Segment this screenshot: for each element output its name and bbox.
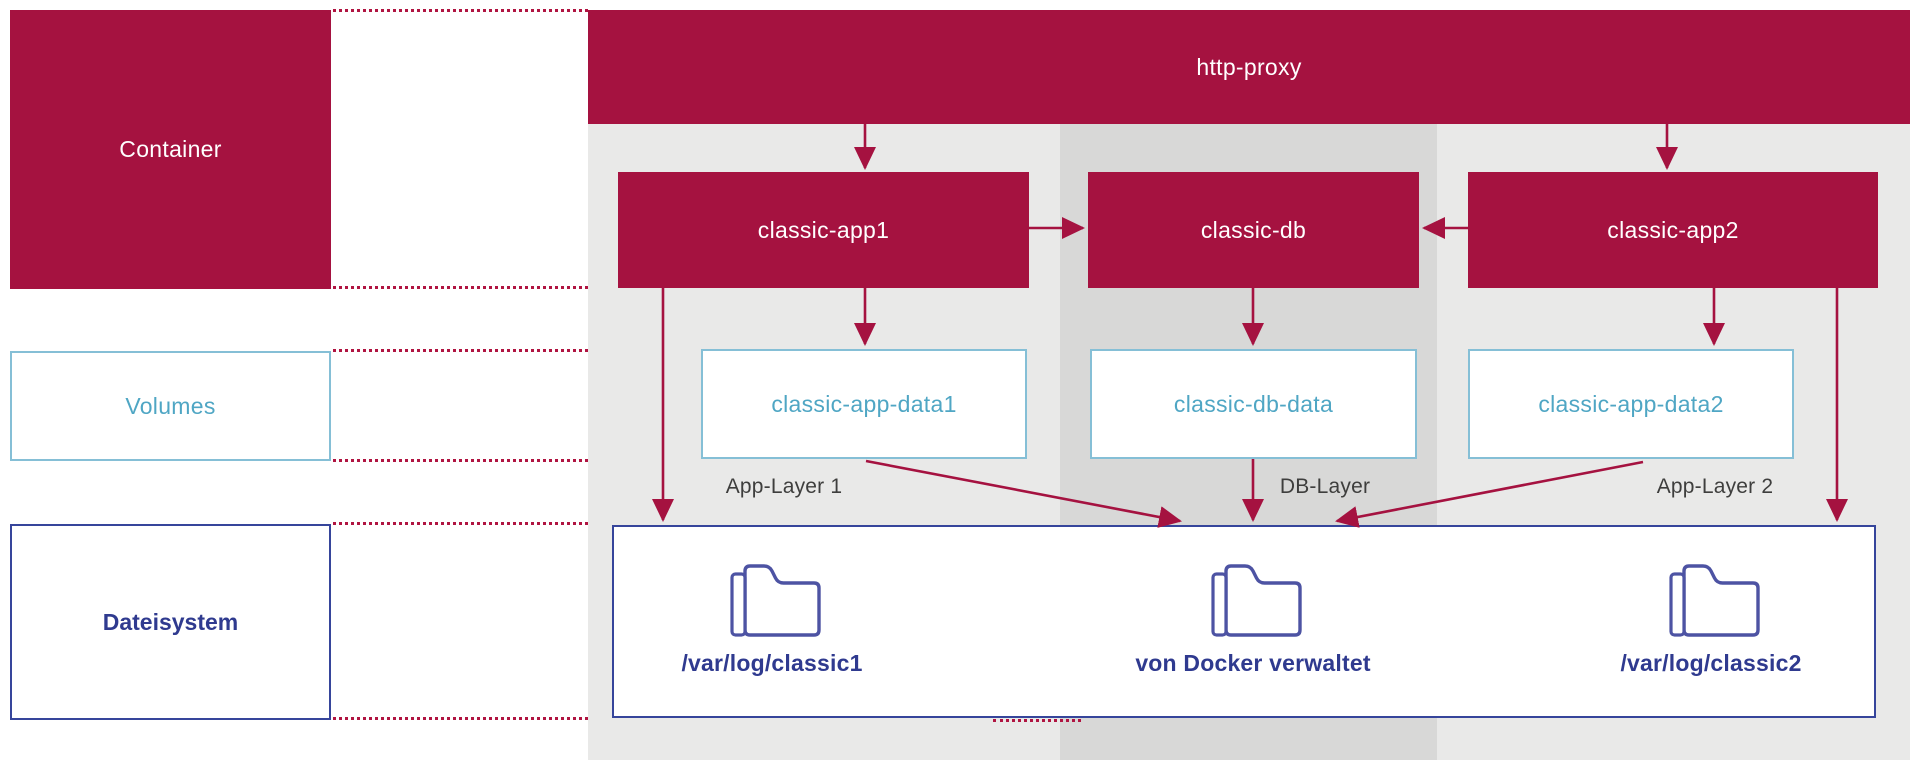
folder-item-classic1: /var/log/classic1 — [592, 552, 952, 677]
volume-box-classic-app-data1: classic-app-data1 — [701, 349, 1027, 459]
container-label: classic-db — [1200, 216, 1307, 243]
folder-label: /var/log/classic1 — [681, 650, 863, 676]
http-proxy-bar: http-proxy — [588, 10, 1910, 124]
legend-volumes-label: Volumes — [125, 392, 216, 419]
dotted-separator — [333, 286, 588, 289]
container-label: classic-app2 — [1607, 216, 1739, 243]
layer-label-db: DB-Layer — [1279, 475, 1371, 498]
layer-label-app2: App-Layer 2 — [1656, 475, 1774, 498]
folder-item-docker-managed: von Docker verwaltet — [1073, 552, 1433, 677]
dotted-separator — [333, 717, 588, 720]
dotted-separator-fragment — [993, 719, 1081, 722]
volume-label: classic-app-data1 — [771, 390, 957, 417]
legend-container-box: Container — [10, 10, 331, 289]
container-box-classic-app1: classic-app1 — [618, 172, 1029, 288]
legend-container-label: Container — [119, 136, 222, 162]
container-box-classic-db: classic-db — [1088, 172, 1419, 288]
volume-box-classic-db-data: classic-db-data — [1090, 349, 1417, 459]
layer-label-app1: App-Layer 1 — [725, 475, 843, 498]
folder-icon — [730, 564, 821, 637]
volume-label: classic-app-data2 — [1538, 390, 1724, 417]
folder-label: von Docker verwaltet — [1135, 650, 1371, 676]
dotted-separator — [333, 349, 588, 352]
filesystem-box — [612, 525, 1876, 718]
folder-label: /var/log/classic2 — [1620, 650, 1802, 676]
legend-filesystem-box: Dateisystem — [10, 524, 331, 720]
folder-item-classic2: /var/log/classic2 — [1531, 552, 1891, 677]
container-label: classic-app1 — [757, 216, 890, 243]
volume-label: classic-db-data — [1173, 390, 1334, 417]
dotted-separator — [333, 459, 588, 462]
volume-box-classic-app-data2: classic-app-data2 — [1468, 349, 1794, 459]
dotted-separator — [333, 522, 588, 525]
dotted-separator — [333, 9, 588, 12]
legend-filesystem-label: Dateisystem — [102, 608, 239, 635]
folder-icon — [1669, 564, 1760, 637]
legend-volumes-box: Volumes — [10, 351, 331, 461]
folder-icon — [1211, 564, 1302, 637]
http-proxy-label: http-proxy — [1196, 53, 1302, 80]
container-box-classic-app2: classic-app2 — [1468, 172, 1878, 288]
